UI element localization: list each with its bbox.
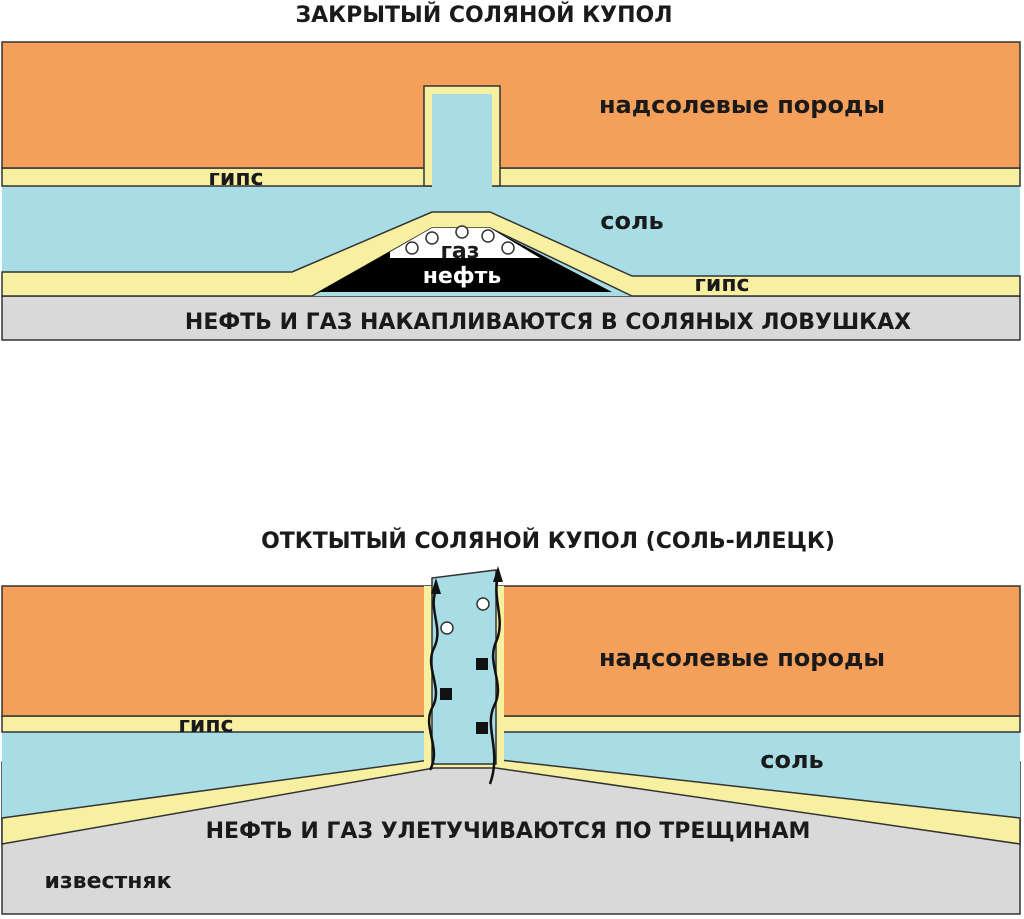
open-dome-caption: НЕФТЬ И ГАЗ УЛЕТУЧИВАЮТСЯ ПО ТРЕЩИНАМ [206,819,811,844]
overburden-label-open: надсолевые породы [599,644,885,672]
gypsum-upper-label: гипс [208,166,263,191]
salt-layer-open [2,732,1020,818]
arrow-up-icon [493,566,503,582]
gypsum-lower-label: гипс [694,272,749,297]
upper-gypsum-layer [1,167,1021,187]
salt-label-open: соль [760,746,823,774]
gas-bubble [501,241,515,255]
gas-bubble [481,229,495,243]
gas-label: газ [440,239,479,264]
overburden-layer [1,41,1021,169]
arrow-up-icon [431,578,441,594]
limestone-label: известняк [44,869,171,894]
fracture-right [488,575,501,785]
gas-bubble [440,621,454,635]
gypsum-label-open: гипс [178,713,233,738]
gas-bubbles [405,225,515,255]
salt-label: соль [600,207,663,235]
gas-bubble [405,241,419,255]
closed-dome-caption: НЕФТЬ И ГАЗ НАКАПЛИВАЮТСЯ В СОЛЯНЫХ ЛОВУ… [185,310,911,335]
closed-dome-title: ЗАКРЫТЫЙ СОЛЯНОЙ КУПОЛ [295,2,672,28]
salt-stock-open [431,569,497,765]
oil-droplet [476,658,488,670]
oil-label: нефть [423,264,502,289]
closed-dome-diagram: ЗАКРЫТЫЙ СОЛЯНОЙ КУПОЛ надсолевые породы… [1,2,1021,341]
gas-bubble [425,231,439,245]
open-dome-title: ОТКТЫТЫЙ СОЛЯНОЙ КУПОЛ (СОЛЬ-ИЛЕЦК) [261,528,835,554]
base-rock-layer [1,295,1021,341]
open-dome-diagram: ОТКТЫТЫЙ СОЛЯНОЙ КУПОЛ (СОЛЬ-ИЛЕЦК) надс… [1,528,1021,915]
oil-trap [318,228,612,292]
overburden-label: надсолевые породы [599,91,885,119]
overburden-layer-open [1,585,1021,717]
oil-droplet [440,688,452,700]
oil-droplet [476,722,488,734]
lower-gypsum-layer [1,211,1021,297]
gas-bubble [455,225,469,239]
fracture-left [427,589,439,771]
upper-gypsum-open [1,715,1021,733]
salt-stock [432,94,492,188]
gas-bubble [476,597,490,611]
